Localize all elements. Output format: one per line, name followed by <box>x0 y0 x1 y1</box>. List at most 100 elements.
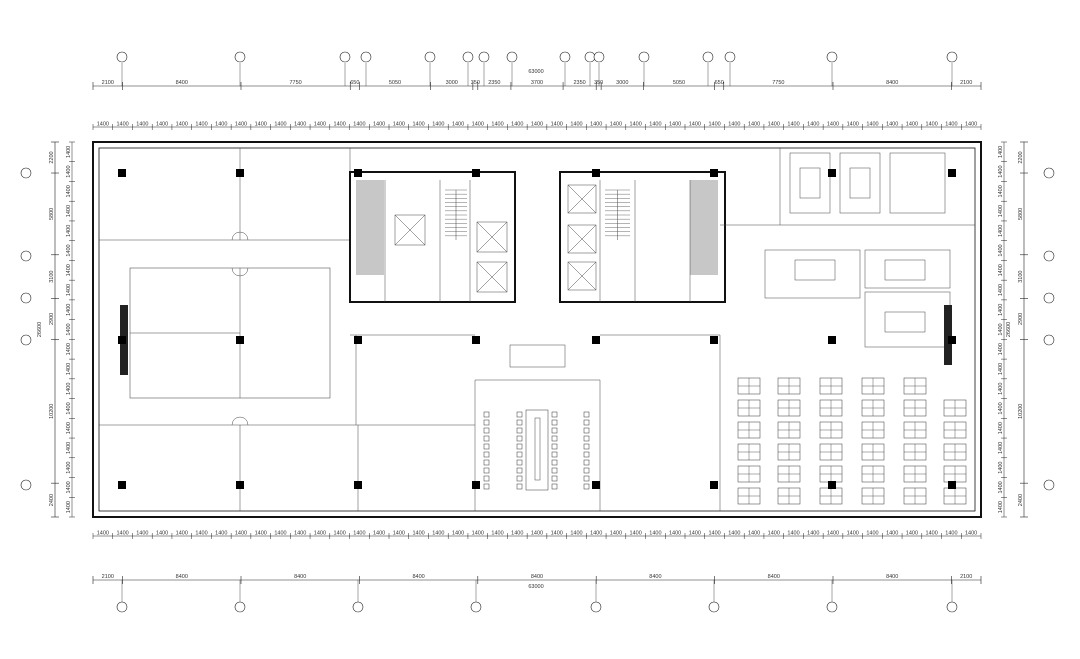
top-dim-label: 350 <box>594 80 603 86</box>
left-dim-label: 3100 <box>49 271 55 283</box>
axis-bubble <box>20 250 32 262</box>
axis-bubble <box>559 51 571 63</box>
column <box>472 336 480 344</box>
left-dim-label: 2900 <box>49 313 55 325</box>
right-panel-element <box>944 305 952 365</box>
column <box>354 169 362 177</box>
module-label: 1400 <box>195 122 207 128</box>
module-label: 1400 <box>998 244 1004 256</box>
module-label: 1400 <box>531 531 543 537</box>
module-label: 1400 <box>66 501 72 513</box>
module-label: 1400 <box>66 264 72 276</box>
module-label: 1400 <box>926 531 938 537</box>
module-label: 1400 <box>827 122 839 128</box>
column <box>710 169 718 177</box>
axis-bubble <box>470 601 482 613</box>
module-label: 1400 <box>334 531 346 537</box>
module-label: 1400 <box>998 402 1004 414</box>
module-label: 1400 <box>373 122 385 128</box>
column <box>710 481 718 489</box>
module-label: 1400 <box>66 244 72 256</box>
column <box>354 336 362 344</box>
module-label: 1400 <box>906 122 918 128</box>
axis-bubble <box>708 601 720 613</box>
left-dim-total: 26600 <box>37 322 43 337</box>
module-label: 1400 <box>116 531 128 537</box>
module-label: 1400 <box>926 122 938 128</box>
top-dim-label: 3000 <box>616 80 628 86</box>
module-label: 1400 <box>294 531 306 537</box>
chair <box>583 419 590 426</box>
module-label: 1400 <box>787 122 799 128</box>
column <box>592 336 600 344</box>
core-right <box>559 171 726 303</box>
chair <box>516 419 523 426</box>
module-label: 1400 <box>452 122 464 128</box>
axis-bubble <box>584 51 596 63</box>
module-label: 1400 <box>215 531 227 537</box>
axis-bubble <box>20 167 32 179</box>
top-dim-label: 7750 <box>289 80 301 86</box>
chair <box>483 411 490 418</box>
module-label: 1400 <box>886 122 898 128</box>
chair <box>551 427 558 434</box>
chair <box>483 467 490 474</box>
module-label: 1400 <box>412 531 424 537</box>
bottom-dim-label: 8400 <box>294 574 306 580</box>
module-label: 1400 <box>255 531 267 537</box>
bottom-dim-label: 8400 <box>412 574 424 580</box>
module-label: 1400 <box>66 462 72 474</box>
column <box>118 481 126 489</box>
module-label: 1400 <box>906 531 918 537</box>
module-label: 1400 <box>66 225 72 237</box>
axis-bubble <box>352 601 364 613</box>
module-label: 1400 <box>630 122 642 128</box>
structural-columns <box>118 169 956 489</box>
left-dim-label: 2400 <box>49 494 55 506</box>
module-label: 1400 <box>807 531 819 537</box>
column <box>118 336 126 344</box>
left-dim-label: 2200 <box>49 151 55 163</box>
core-left <box>349 171 516 303</box>
module-label: 1400 <box>965 122 977 128</box>
module-label: 1400 <box>998 284 1004 296</box>
axis-bubble <box>946 601 958 613</box>
module-label: 1400 <box>314 122 326 128</box>
chair <box>551 419 558 426</box>
top-dim-label: 7750 <box>772 80 784 86</box>
chair <box>583 467 590 474</box>
module-label: 1400 <box>998 383 1004 395</box>
top-dim-label: 3700 <box>531 80 543 86</box>
chair <box>516 427 523 434</box>
right-dim-label: 5800 <box>1018 208 1024 220</box>
chair <box>516 459 523 466</box>
chair <box>516 475 523 482</box>
module-label: 1400 <box>235 122 247 128</box>
chair <box>483 443 490 450</box>
module-label: 1400 <box>66 442 72 454</box>
chair <box>583 443 590 450</box>
axis-bubble <box>20 292 32 304</box>
column <box>472 169 480 177</box>
right-module-chain: 1400140014001400140014001400140014001400… <box>998 141 1007 518</box>
module-label: 1400 <box>66 146 72 158</box>
module-label: 1400 <box>998 462 1004 474</box>
chair <box>551 411 558 418</box>
open-workstations <box>737 377 967 505</box>
column <box>948 336 956 344</box>
top-dim-label: 5050 <box>389 80 401 86</box>
module-label: 1400 <box>334 122 346 128</box>
building-outline <box>92 141 982 518</box>
bottom-total-dimension: 63000 <box>528 584 543 590</box>
module-label: 1400 <box>294 122 306 128</box>
module-label: 1400 <box>649 531 661 537</box>
bottom-dim-label: 8400 <box>649 574 661 580</box>
module-label: 1400 <box>66 165 72 177</box>
axis-bubble <box>946 51 958 63</box>
top-dim-label: 2100 <box>960 80 972 86</box>
module-label: 1400 <box>472 122 484 128</box>
chair <box>583 427 590 434</box>
module-label: 1400 <box>590 531 602 537</box>
module-label: 1400 <box>590 122 602 128</box>
